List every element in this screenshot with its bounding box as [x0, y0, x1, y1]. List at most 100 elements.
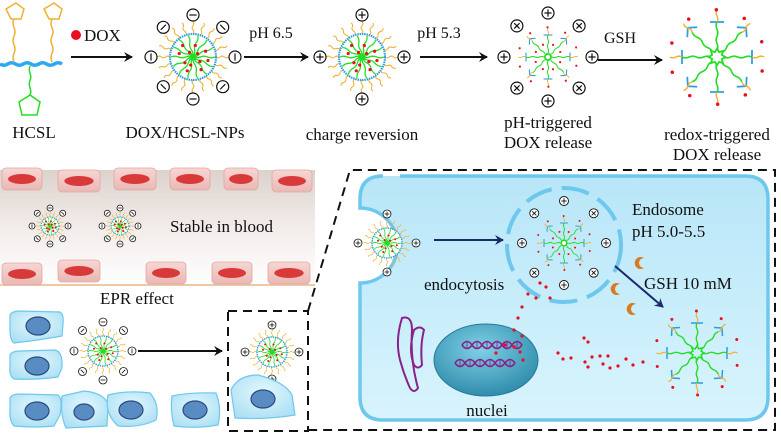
minus-icon: [160, 83, 167, 90]
dox-molecule: [559, 50, 562, 54]
magnified-view-box: [307, 169, 776, 431]
dox-molecule: [199, 68, 203, 72]
peg-chain: [102, 327, 104, 337]
dox-molecule: [49, 220, 52, 223]
lipid-arm: [546, 60, 550, 80]
peg-chain: [36, 221, 42, 224]
dox-molecule: [193, 43, 197, 48]
lipid-arm: [532, 59, 546, 74]
dox-molecule: [111, 352, 114, 355]
peg-chain: [271, 366, 273, 376]
lipid-chain: [117, 225, 121, 235]
lipid-arm: [700, 331, 719, 350]
lipid-chain: [49, 222, 58, 227]
dox-molecule: [670, 317, 674, 321]
dox-molecule: [185, 69, 189, 73]
dox-molecule: [95, 342, 98, 345]
peg-chain: [578, 223, 584, 230]
dox-molecule: [686, 17, 691, 21]
minus-icon: [35, 211, 39, 215]
peg-chain: [364, 235, 374, 239]
dox-molecule: [671, 385, 675, 389]
dox-molecule: [541, 43, 545, 46]
peg-chain: [367, 251, 375, 257]
peg-chain: [106, 228, 112, 231]
peg-chain: [751, 55, 765, 59]
lipid-chain: [99, 350, 104, 365]
dox-molecule: [579, 263, 582, 266]
cross-icon: [531, 210, 537, 216]
redox-release-line1: redox-triggered: [664, 125, 770, 144]
peg-chain: [128, 221, 134, 224]
peg-chain: [106, 221, 112, 224]
dox-molecule: [368, 68, 372, 72]
histidine-linker: [50, 18, 54, 63]
dox-molecule: [388, 239, 392, 242]
peg-chain: [126, 231, 132, 235]
dox-molecule: [119, 220, 122, 223]
dox-molecule: [516, 316, 520, 320]
dox-molecule: [367, 59, 371, 64]
stable-in-blood-label: Stable in blood: [170, 217, 273, 236]
peg-chain: [105, 225, 112, 227]
cell-membrane: [358, 174, 770, 422]
dox-molecule: [567, 253, 570, 256]
lipid-chain: [192, 39, 208, 58]
lipid-arm: [681, 55, 712, 59]
lipid-arm: [546, 34, 550, 54]
peg-chain: [286, 344, 295, 348]
dox-molecule: [46, 230, 49, 233]
dox-molecule: [551, 237, 554, 240]
micelle-core: [269, 349, 275, 355]
lipid-chain: [271, 340, 282, 353]
gsh-molecule-icon: [610, 283, 620, 296]
lipid-chain: [179, 39, 194, 58]
dox-molecule: [107, 358, 110, 361]
peg-chain: [164, 35, 175, 44]
cell-disassembled-nanoparticle: [655, 309, 739, 397]
dox-molecule: [122, 229, 125, 232]
lipid-chain: [259, 345, 273, 353]
blood-nanoparticle-2: [98, 204, 142, 248]
dox-molecule: [537, 250, 540, 253]
mitochondria: [396, 316, 426, 392]
peg-chain: [398, 251, 406, 258]
dox-molecule: [538, 281, 542, 285]
peg-chain: [395, 255, 401, 263]
lipid-chain: [347, 56, 363, 75]
minus-icon: [121, 369, 126, 374]
peg-chain: [286, 351, 296, 353]
peg-chain: [157, 55, 171, 59]
peg-chain: [380, 70, 391, 79]
dox-molecule: [558, 253, 561, 256]
minus-icon: [105, 237, 109, 241]
dox-molecule: [44, 220, 47, 223]
peg-chain: [52, 234, 55, 240]
peg-chain: [368, 228, 376, 235]
peg-chain: [116, 355, 126, 359]
lipid-arm: [543, 242, 561, 244]
peg-chain: [569, 56, 578, 58]
lipid-chain: [268, 337, 273, 353]
lipid-arm: [525, 55, 545, 59]
dox-molecule: [590, 355, 594, 359]
dox-molecule: [616, 364, 620, 368]
peg-chain: [391, 257, 395, 266]
dox-molecule: [714, 8, 719, 12]
dna-strand: [454, 361, 516, 368]
dox-molecule: [273, 348, 277, 351]
peg-chain: [38, 217, 44, 221]
dox-molecule: [116, 230, 119, 233]
lipid-chain: [187, 35, 194, 58]
peg-chain: [89, 331, 95, 339]
lipid-arm: [566, 245, 579, 258]
peg-chain: [391, 220, 395, 230]
lipid-chain: [102, 350, 118, 352]
cross-icon: [531, 270, 537, 276]
dox-molecule: [98, 358, 101, 362]
tumor-nanoparticle-negative: [69, 317, 137, 385]
peg-chain: [332, 69, 344, 79]
dox-molecule: [608, 366, 612, 370]
peg-chain: [80, 343, 90, 347]
